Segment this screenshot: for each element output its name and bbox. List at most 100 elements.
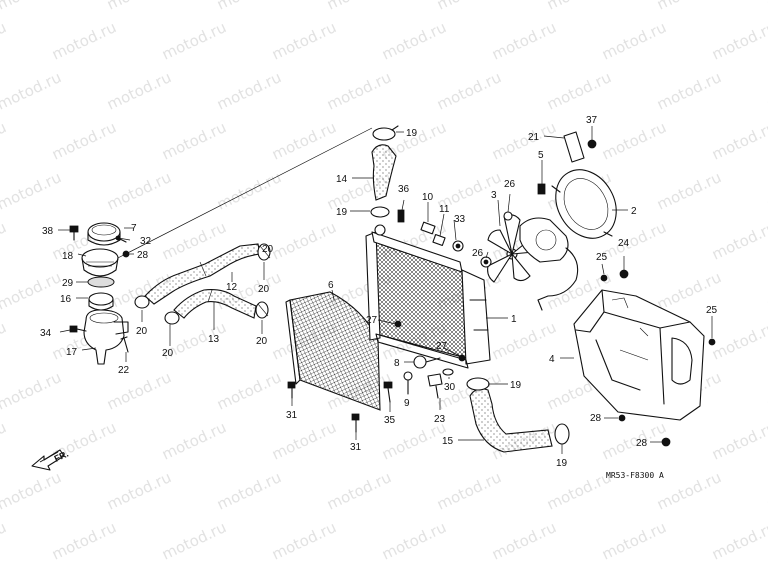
- watermark-text: motod.ru: [654, 0, 724, 14]
- thermo-switch-8: [413, 355, 441, 369]
- callout-20-c: 20: [136, 326, 148, 337]
- watermark-text: motod.ru: [159, 518, 229, 563]
- watermark-text: motod.ru: [544, 468, 614, 513]
- watermark-text: motod.ru: [764, 468, 768, 513]
- callout-29: 29: [62, 278, 74, 289]
- watermark-text: motod.ru: [489, 518, 559, 563]
- watermark-text: motod.ru: [0, 218, 9, 263]
- reservoir-cap-7: [87, 222, 121, 246]
- watermark-text: motod.ru: [0, 468, 64, 513]
- hose-14: [371, 144, 397, 201]
- bracket-21: [563, 131, 585, 163]
- callout-16: 16: [60, 294, 72, 305]
- hose-15: [469, 388, 553, 453]
- bolt-36: [397, 209, 405, 223]
- callout-28-b: 28: [590, 413, 602, 424]
- watermark-text: motod.ru: [489, 118, 559, 163]
- callout-12: 12: [226, 282, 238, 293]
- hose-13: [173, 289, 257, 319]
- clip-28-b: [661, 437, 671, 447]
- callout-9: 9: [404, 398, 410, 409]
- callout-35: 35: [384, 415, 396, 426]
- collar-11: [432, 233, 446, 247]
- callout-8: 8: [394, 358, 400, 369]
- clamp-20-b: [255, 301, 269, 319]
- watermark-text: motod.ru: [764, 0, 768, 14]
- reservoir-cap-18: [81, 248, 119, 277]
- radiator-1: [365, 224, 491, 369]
- screw-27-b: [458, 354, 466, 362]
- clip-28-a: [618, 414, 626, 422]
- bolt-37: [587, 139, 597, 149]
- watermark-text: motod.ru: [269, 218, 339, 263]
- callout-11: 11: [439, 204, 450, 215]
- watermark-text: motod.ru: [214, 68, 284, 113]
- clamp-19-lower: [466, 377, 490, 391]
- watermark-text: motod.ru: [104, 168, 174, 213]
- callout-34: 34: [40, 328, 52, 339]
- watermark-text: motod.ru: [104, 0, 174, 14]
- callout-26-b: 26: [472, 248, 484, 259]
- nut-26: [480, 256, 492, 268]
- watermark-text: motod.ru: [709, 318, 768, 363]
- bolt-35: [383, 381, 393, 403]
- watermark-text: motod.ru: [159, 418, 229, 463]
- watermark-text: motod.ru: [434, 0, 504, 14]
- watermark-text: motod.ru: [764, 268, 768, 313]
- watermark-text: motod.ru: [104, 368, 174, 413]
- watermark-text: motod.ru: [269, 518, 339, 563]
- clamp-20-d: [164, 311, 180, 325]
- watermark-text: motod.ru: [214, 368, 284, 413]
- reservoir-tank-17: [83, 309, 129, 365]
- watermark-text: motod.ru: [0, 0, 64, 14]
- callout-28-c: 28: [636, 438, 648, 449]
- filler-neck-16: [88, 292, 114, 311]
- fan-motor-3: [519, 217, 579, 311]
- watermark-text: motod.ru: [764, 168, 768, 213]
- leader-lines: [58, 126, 713, 454]
- watermark-text: motod.ru: [0, 18, 9, 63]
- hose-22: [120, 336, 129, 353]
- bolt-31-b: [351, 413, 360, 433]
- bolt-38: [69, 225, 79, 241]
- watermark-text: motod.ru: [764, 68, 768, 113]
- sensor-23: [427, 373, 443, 399]
- watermark-text: motod.ru: [379, 18, 449, 63]
- clamp-20-c: [134, 295, 150, 309]
- watermark-text: motod.ru: [49, 518, 119, 563]
- callout-27-a: 27: [366, 315, 378, 326]
- watermark-text: motod.ru: [104, 468, 174, 513]
- callout-32: 32: [140, 236, 152, 247]
- callout-5: 5: [538, 150, 544, 161]
- watermark-text: motod.ru: [599, 418, 669, 463]
- watermark-text: motod.ru: [0, 368, 64, 413]
- callout-23: 23: [434, 414, 446, 425]
- callout-30: 30: [444, 382, 456, 393]
- bolt-5: [537, 183, 546, 195]
- callout-numbers: 1 2 3 4 5 6 7 8 9 10 11 12 13 14 15 16 1…: [40, 115, 718, 469]
- watermark-text: motod.ru: [654, 468, 724, 513]
- callout-19-bottom: 19: [556, 458, 568, 469]
- watermark-text: motod.ru: [269, 118, 339, 163]
- grommet-33: [452, 240, 464, 252]
- callout-27-b: 27: [436, 341, 448, 352]
- watermark-text: motod.ru: [324, 68, 394, 113]
- callout-6: 6: [328, 280, 334, 291]
- watermark-text: motod.ru: [159, 118, 229, 163]
- clamp-19-bottom: [554, 423, 570, 445]
- clip-25-a: [600, 274, 608, 282]
- callout-17: 17: [66, 347, 78, 358]
- callout-4: 4: [549, 354, 555, 365]
- watermark-text: motod.ru: [709, 118, 768, 163]
- watermark-text: motod.ru: [0, 418, 9, 463]
- clip-24: [619, 269, 629, 279]
- watermark-text: motod.ru: [599, 518, 669, 563]
- callout-10: 10: [422, 192, 434, 203]
- callout-25-b: 25: [706, 305, 718, 316]
- callout-28-a: 28: [137, 250, 149, 261]
- callout-37: 37: [586, 115, 598, 126]
- watermark-text: motod.ru: [544, 0, 614, 14]
- callout-24: 24: [618, 238, 630, 249]
- watermark-text: motod.ru: [49, 118, 119, 163]
